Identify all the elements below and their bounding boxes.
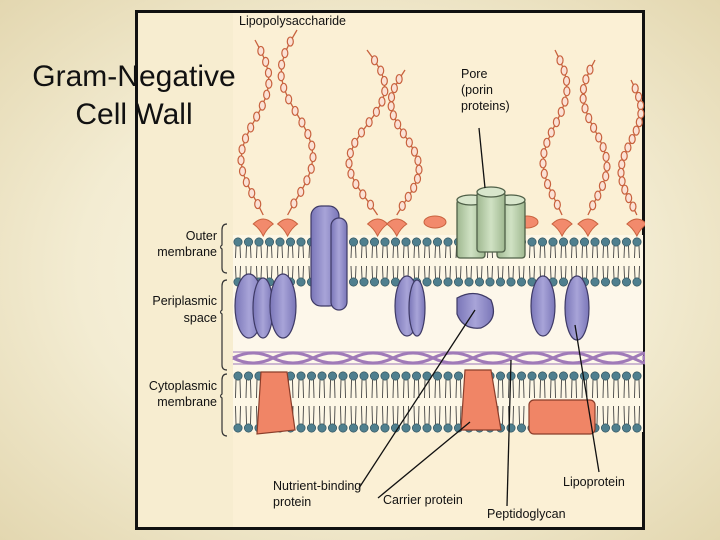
label-pointers bbox=[358, 127, 600, 507]
label-space: space bbox=[184, 311, 217, 325]
label-porin: (porin bbox=[461, 83, 493, 97]
carrier-protein bbox=[460, 369, 502, 431]
label-cytoplasmic: Cytoplasmic bbox=[149, 379, 217, 393]
porin-proteins bbox=[456, 186, 526, 259]
nutrient-binding-protein bbox=[456, 292, 494, 329]
lipoprotein-shape bbox=[564, 275, 590, 341]
label-membrane-outer: membrane bbox=[157, 245, 217, 259]
label-carrier-protein: Carrier protein bbox=[383, 493, 463, 507]
peptidoglycan-layer bbox=[232, 351, 645, 365]
label-peptidoglycan: Peptidoglycan bbox=[487, 507, 566, 521]
label-membrane-cyto: membrane bbox=[157, 395, 217, 409]
label-panel bbox=[138, 13, 233, 527]
label-lipopolysaccharide: Lipopolysaccharide bbox=[239, 14, 346, 28]
label-proteins: proteins) bbox=[461, 99, 510, 113]
carrier-proteins bbox=[256, 369, 596, 435]
label-periplasmic: Periplasmic bbox=[152, 294, 217, 308]
membrane-protein-2 bbox=[269, 273, 297, 339]
title-line-2: Cell Wall bbox=[75, 98, 193, 131]
outer-membrane-proteins bbox=[234, 205, 590, 341]
membrane-protein-4 bbox=[530, 275, 556, 337]
title-line-1: Gram-Negative bbox=[32, 60, 236, 93]
label-pore: Pore bbox=[461, 67, 487, 81]
label-lipoprotein: Lipoprotein bbox=[563, 475, 625, 489]
label-outer: Outer bbox=[186, 229, 217, 243]
lipopolysaccharide-chains bbox=[237, 29, 645, 238]
label-nutrient-binding: Nutrient-binding bbox=[273, 479, 361, 493]
slide-title: Gram-Negative Cell Wall bbox=[4, 58, 264, 134]
cell-wall-diagram: Lipopolysaccharide Pore (porin proteins)… bbox=[135, 10, 645, 530]
label-nutrient-protein: protein bbox=[273, 495, 311, 509]
label-brackets bbox=[219, 223, 228, 437]
